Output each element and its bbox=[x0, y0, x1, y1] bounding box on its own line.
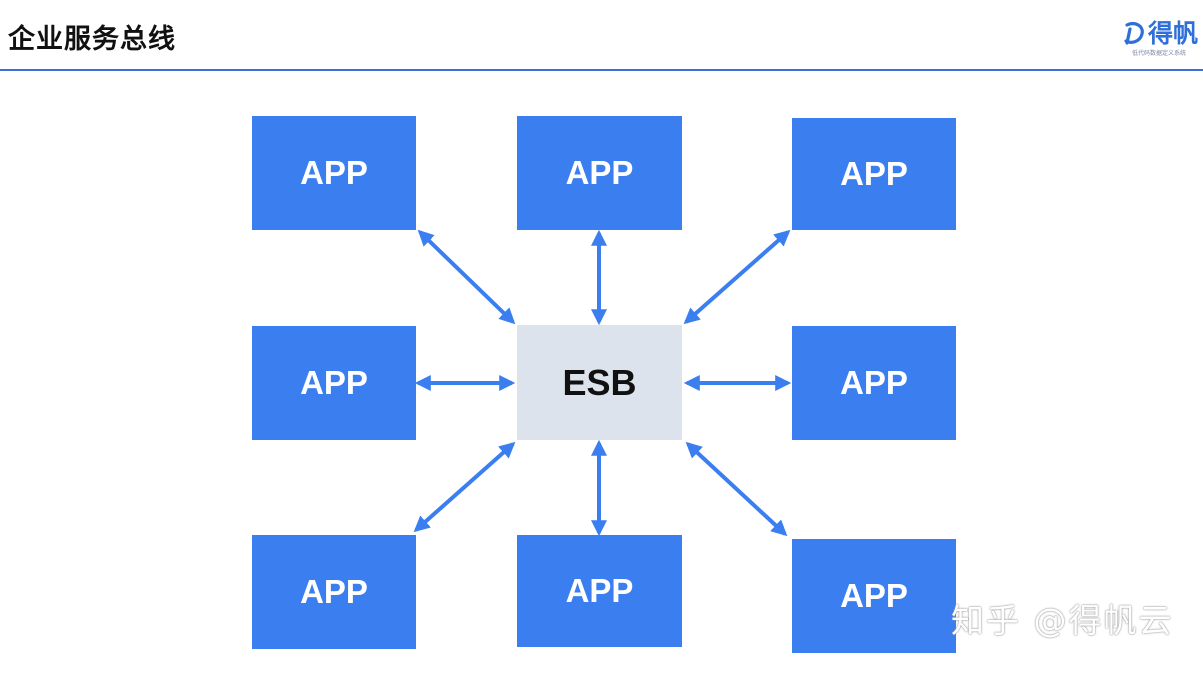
app-node-middle-left: APP bbox=[252, 326, 416, 440]
brand-mark-icon bbox=[1124, 22, 1144, 45]
arrow-bottom-left bbox=[413, 441, 516, 533]
app-node-top-right: APP bbox=[792, 118, 956, 230]
esb-hub: ESB bbox=[517, 325, 682, 440]
app-node-top-center: APP bbox=[517, 116, 682, 230]
app-node-bottom-center: APP bbox=[517, 535, 682, 647]
arrow-top-right bbox=[683, 229, 791, 325]
arrow-bottom-right bbox=[685, 441, 788, 537]
arrow-top-left bbox=[417, 229, 516, 325]
brand-tagline: 低代码数据定义系统 bbox=[1132, 50, 1187, 57]
brand-name: 得帆 bbox=[1148, 19, 1199, 48]
app-node-bottom-right: APP bbox=[792, 539, 956, 653]
brand-logo: 得帆 低代码数据定义系统 bbox=[1122, 18, 1203, 66]
app-node-middle-right: APP bbox=[792, 326, 956, 440]
app-node-bottom-left: APP bbox=[252, 535, 416, 649]
page-title: 企业服务总线 bbox=[8, 24, 176, 55]
app-node-top-left: APP bbox=[252, 116, 416, 230]
header-divider bbox=[0, 69, 1203, 71]
zhihu-watermark: 知乎 @得帆云 bbox=[951, 601, 1174, 640]
